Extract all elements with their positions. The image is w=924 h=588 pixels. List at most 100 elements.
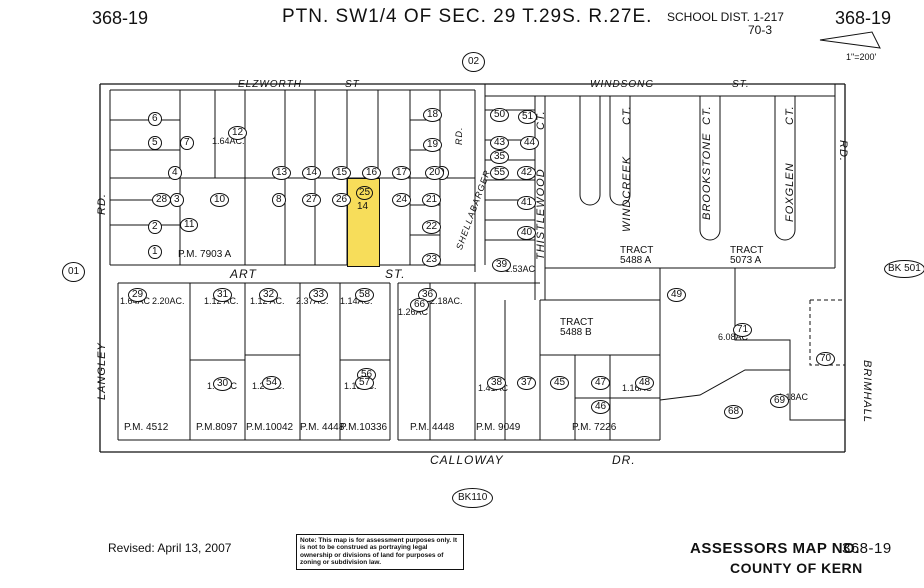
parcel-number-31[interactable]: 31 [213,288,233,302]
parcel-number-54[interactable]: 54 [262,376,282,390]
book-ref-left[interactable]: 01 [62,262,86,282]
tract-no-2: 5073 A [730,255,762,266]
acreage: 2.37AC. [296,296,329,306]
parcel-number-57[interactable]: 57 [355,376,375,390]
parcel-number-10[interactable]: 10 [210,193,230,207]
parcel-number-13[interactable]: 13 [272,166,292,180]
acreage: 2.18AC. [430,296,463,306]
acreage: 2.20AC. [152,296,185,306]
street-calloway: CALLOWAY [430,453,504,467]
parcel-number-5[interactable]: 5 [148,136,162,150]
parcel-map-label: P.M. 7903 A [178,249,232,260]
parcel-number-20[interactable]: 20 [425,166,445,180]
parcel-number-71[interactable]: 71 [733,323,753,337]
parcel-number-4[interactable]: 4 [168,166,182,180]
parcel-number-22[interactable]: 22 [422,220,442,234]
parcel-number-27[interactable]: 27 [302,193,322,207]
parcel-number-38[interactable]: 38 [487,376,507,390]
acreage: 1.14AC. [340,296,373,306]
acreage: 1.53AC [505,264,536,274]
street-ct2: CT. [621,105,633,125]
parcel-number-69[interactable]: 69 [770,394,790,408]
parcel-number-37[interactable]: 37 [517,376,537,390]
parcel-number-12[interactable]: 12 [228,126,248,140]
book-ref-top[interactable]: 02 [462,52,486,72]
parcel-number-40[interactable]: 40 [517,226,537,240]
book-ref-bottom[interactable]: BK110 [452,488,494,508]
parcel-number-11[interactable]: 11 [180,218,199,232]
parcel-number-41[interactable]: 41 [517,196,537,210]
map-title: PTN. SW1/4 OF SEC. 29 T.29S. R.27E. [282,6,653,27]
parcel-map-label: P.M. 4448 [410,422,455,433]
acreage: 6.08AC [718,332,749,342]
street-ct1: CT. [535,110,547,130]
parcel-map-label: P.M. 4512 [124,422,169,433]
parcel-number-6[interactable]: 6 [148,112,162,126]
parcel-number-48[interactable]: 48 [635,376,655,390]
parcel-number-3[interactable]: 3 [170,193,184,207]
parcel-number-50[interactable]: 50 [490,108,510,122]
parcel-number-49[interactable]: 49 [667,288,687,302]
parcel-number-42[interactable]: 42 [517,166,537,180]
parcel-number-43[interactable]: 43 [490,136,510,150]
parcel-number-29[interactable]: 29 [128,288,148,302]
parcel-number-45[interactable]: 45 [550,376,570,390]
parcel-map-label: P.M. 4448 [300,422,345,433]
assessor-map-number: 368-19 [842,540,892,557]
street-thistlewood: THISTLEWOOD [535,168,547,260]
acreage: 1.26AC [398,307,429,317]
street-elzworth-st: ST [345,79,360,90]
acreage: 1.64AC. [212,136,245,146]
disclaimer-note: Note: This map is for assessment purpose… [296,534,464,570]
parcel-number-47[interactable]: 47 [591,376,611,390]
parcel-number-19[interactable]: 19 [423,138,443,152]
street-windcreek: WINDCREEK [621,155,633,232]
street-rd-right: RD. [837,140,849,162]
parcel-number-68[interactable]: 68 [724,405,744,419]
tract-label-3: TRACT [560,317,594,328]
parcel-number-32[interactable]: 32 [259,288,279,302]
tract-label-1: TRACT [620,245,654,256]
parcel-number-33[interactable]: 33 [309,288,329,302]
parcel-number-66[interactable]: 66 [410,298,430,312]
parcel-number-26[interactable]: 26 [332,193,352,207]
parcel-number-28[interactable]: 28 [152,193,172,207]
parcel-number-23[interactable]: 23 [422,253,442,267]
parcel-number-16[interactable]: 16 [362,166,382,180]
parcel-number-17[interactable]: 17 [392,166,412,180]
street-brimhall: BRIMHALL [861,360,873,424]
street-rd-left: RD. [96,193,108,215]
parcel-number-51[interactable]: 51 [518,110,538,124]
highlighted-parcel-number: 25 [356,186,374,200]
parcel-map-label: P.M. 9049 [476,422,521,433]
street-elzworth: ELZWORTH [238,79,302,90]
street-rd-mid: RD. [454,126,464,146]
parcel-number-8[interactable]: 8 [272,193,286,207]
parcel-number-2[interactable]: 2 [148,220,162,234]
highlighted-lot-number: 14 [357,201,369,212]
parcel-number-44[interactable]: 44 [520,136,540,150]
tract-label-2: TRACT [730,245,764,256]
parcel-number-14[interactable]: 14 [302,166,322,180]
book-ref-right[interactable]: BK 501 [884,260,924,278]
parcel-number-30[interactable]: 30 [213,377,233,391]
parcel-number-18[interactable]: 18 [423,108,443,122]
parcel-number-1[interactable]: 1 [148,245,162,259]
parcel-number-46[interactable]: 46 [591,400,611,414]
revised-date: Revised: April 13, 2007 [108,541,232,555]
parcel-number-35[interactable]: 35 [490,150,510,164]
parcel-map-label: P.M.8097 [196,422,238,433]
parcel-number-55[interactable]: 55 [490,166,510,180]
street-foxglen: FOXGLEN [784,162,796,222]
parcel-number-15[interactable]: 15 [332,166,352,180]
parcel-number-21[interactable]: 21 [422,193,442,207]
parcel-number-7[interactable]: 7 [180,136,194,150]
parcel-number-39[interactable]: 39 [492,258,512,272]
parcel-number-24[interactable]: 24 [392,193,412,207]
parcel-number-58[interactable]: 58 [355,288,375,302]
street-art-st: ST. [385,267,406,281]
county-label: COUNTY OF KERN [730,560,863,576]
map-number-right: 368-19 [835,8,892,28]
parcel-number-70[interactable]: 70 [816,352,836,366]
